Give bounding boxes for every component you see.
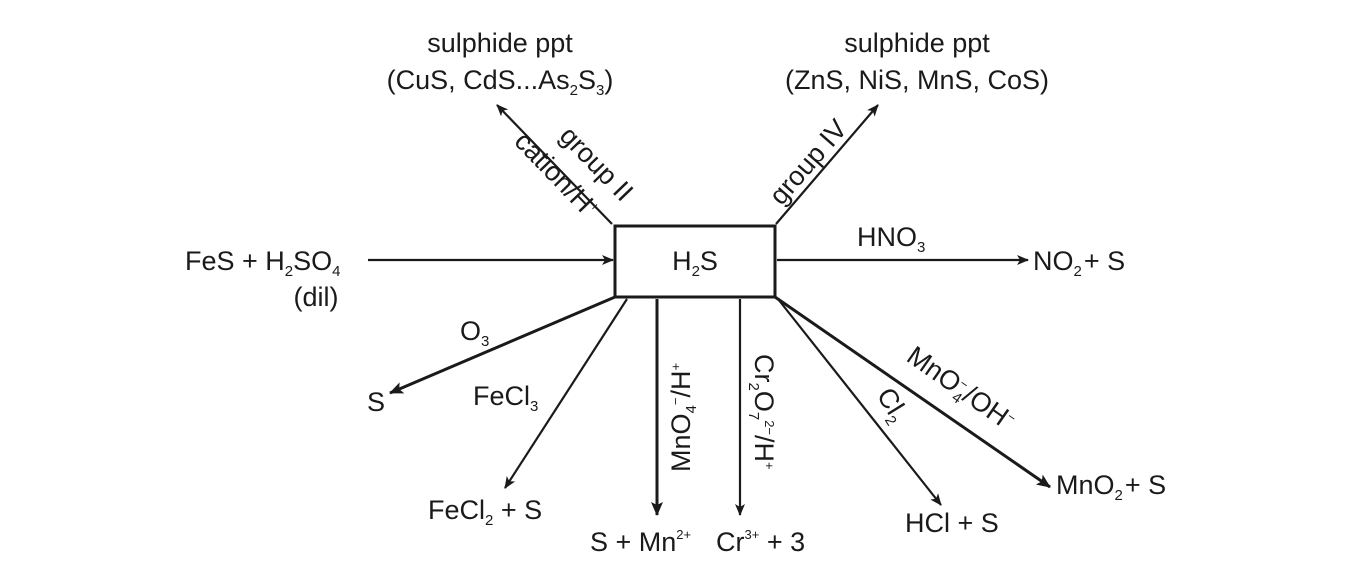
arrow-to-mno2 bbox=[774, 295, 1051, 489]
group2-ppt-title: sulphide ppt bbox=[427, 28, 573, 58]
group4-ppt-list: (ZnS, NiS, MnS, CoS) bbox=[785, 65, 1049, 95]
h2s-box bbox=[613, 224, 777, 299]
reactant-dil: (dil) bbox=[294, 282, 339, 312]
arrow-to-group4 bbox=[775, 104, 879, 225]
product-hcl-s: HCl + S bbox=[905, 508, 999, 538]
reagent-group4: group IV bbox=[763, 114, 853, 211]
reagent-fecl3: FeCl3 bbox=[473, 381, 538, 415]
product-mno2-s: MnO2+ S bbox=[1056, 470, 1166, 504]
arrow-to-fecl2 bbox=[504, 298, 628, 489]
product-s-mn: S + Mn2+ bbox=[590, 527, 691, 557]
product-fecl2-s: FeCl2 + S bbox=[428, 495, 542, 529]
h2s-label: H2S bbox=[672, 246, 718, 280]
group4-ppt-title: sulphide ppt bbox=[844, 28, 990, 58]
reactant-fes-h2so4: FeS + H2SO4 bbox=[185, 246, 341, 280]
reagent-o3: O3 bbox=[460, 316, 489, 350]
arrow-to-hcl bbox=[777, 298, 942, 506]
group2-ppt-list: (CuS, CdS...As2S3) bbox=[387, 65, 614, 99]
arrow-to-s bbox=[389, 295, 616, 395]
product-cr-3: Cr3+ + 3 bbox=[716, 527, 805, 557]
product-s: S bbox=[367, 387, 385, 417]
reagent-hno3: HNO3 bbox=[857, 222, 925, 256]
reagent-mno4-h: MnO4−/H+ bbox=[666, 363, 700, 472]
product-no2-s: NO2+ S bbox=[1033, 246, 1125, 280]
arrow-to-group2 bbox=[496, 104, 613, 225]
reagent-cr2o7-h: Cr2O72−/H+ bbox=[745, 354, 779, 470]
